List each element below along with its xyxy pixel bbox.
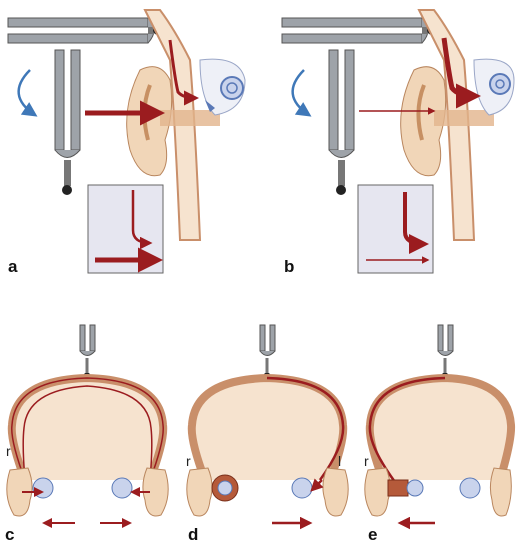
tuning-fork-vertical-icon: [329, 50, 354, 195]
panel-e: r e: [364, 325, 511, 544]
skull-outline: [192, 378, 343, 480]
tuning-fork-top-icon: [80, 325, 95, 380]
rotation-arrow-icon: [293, 70, 309, 115]
side-label-right: r: [6, 443, 11, 459]
side-label-left: l: [338, 453, 341, 469]
panel-b: b: [282, 10, 514, 276]
inset-box-a: [88, 185, 163, 273]
tuning-fork-top-icon: [438, 325, 453, 380]
tuning-fork-horizontal-icon: [282, 18, 437, 43]
tuning-fork-vertical-icon: [55, 50, 80, 195]
skull-outline: [12, 378, 163, 480]
panel-label-a: a: [8, 257, 18, 276]
panel-label-c: c: [5, 525, 14, 544]
inset-box-b: [358, 185, 433, 273]
tuning-fork-horizontal-icon: [8, 18, 163, 43]
rotation-arrow-icon: [19, 70, 35, 115]
tuning-fork-top-icon: [260, 325, 275, 380]
panel-label-d: d: [188, 525, 198, 544]
panel-d: r l d: [186, 325, 348, 544]
panel-label-e: e: [368, 525, 377, 544]
panel-a: a: [8, 10, 245, 276]
panel-label-b: b: [284, 257, 294, 276]
side-label-right: r: [186, 453, 191, 469]
side-label-right: r: [364, 453, 369, 469]
cochlea-icon: [490, 74, 510, 94]
panel-c: r c: [5, 325, 168, 544]
cochlea-icon: [221, 77, 243, 99]
skull-outline: [370, 378, 511, 480]
